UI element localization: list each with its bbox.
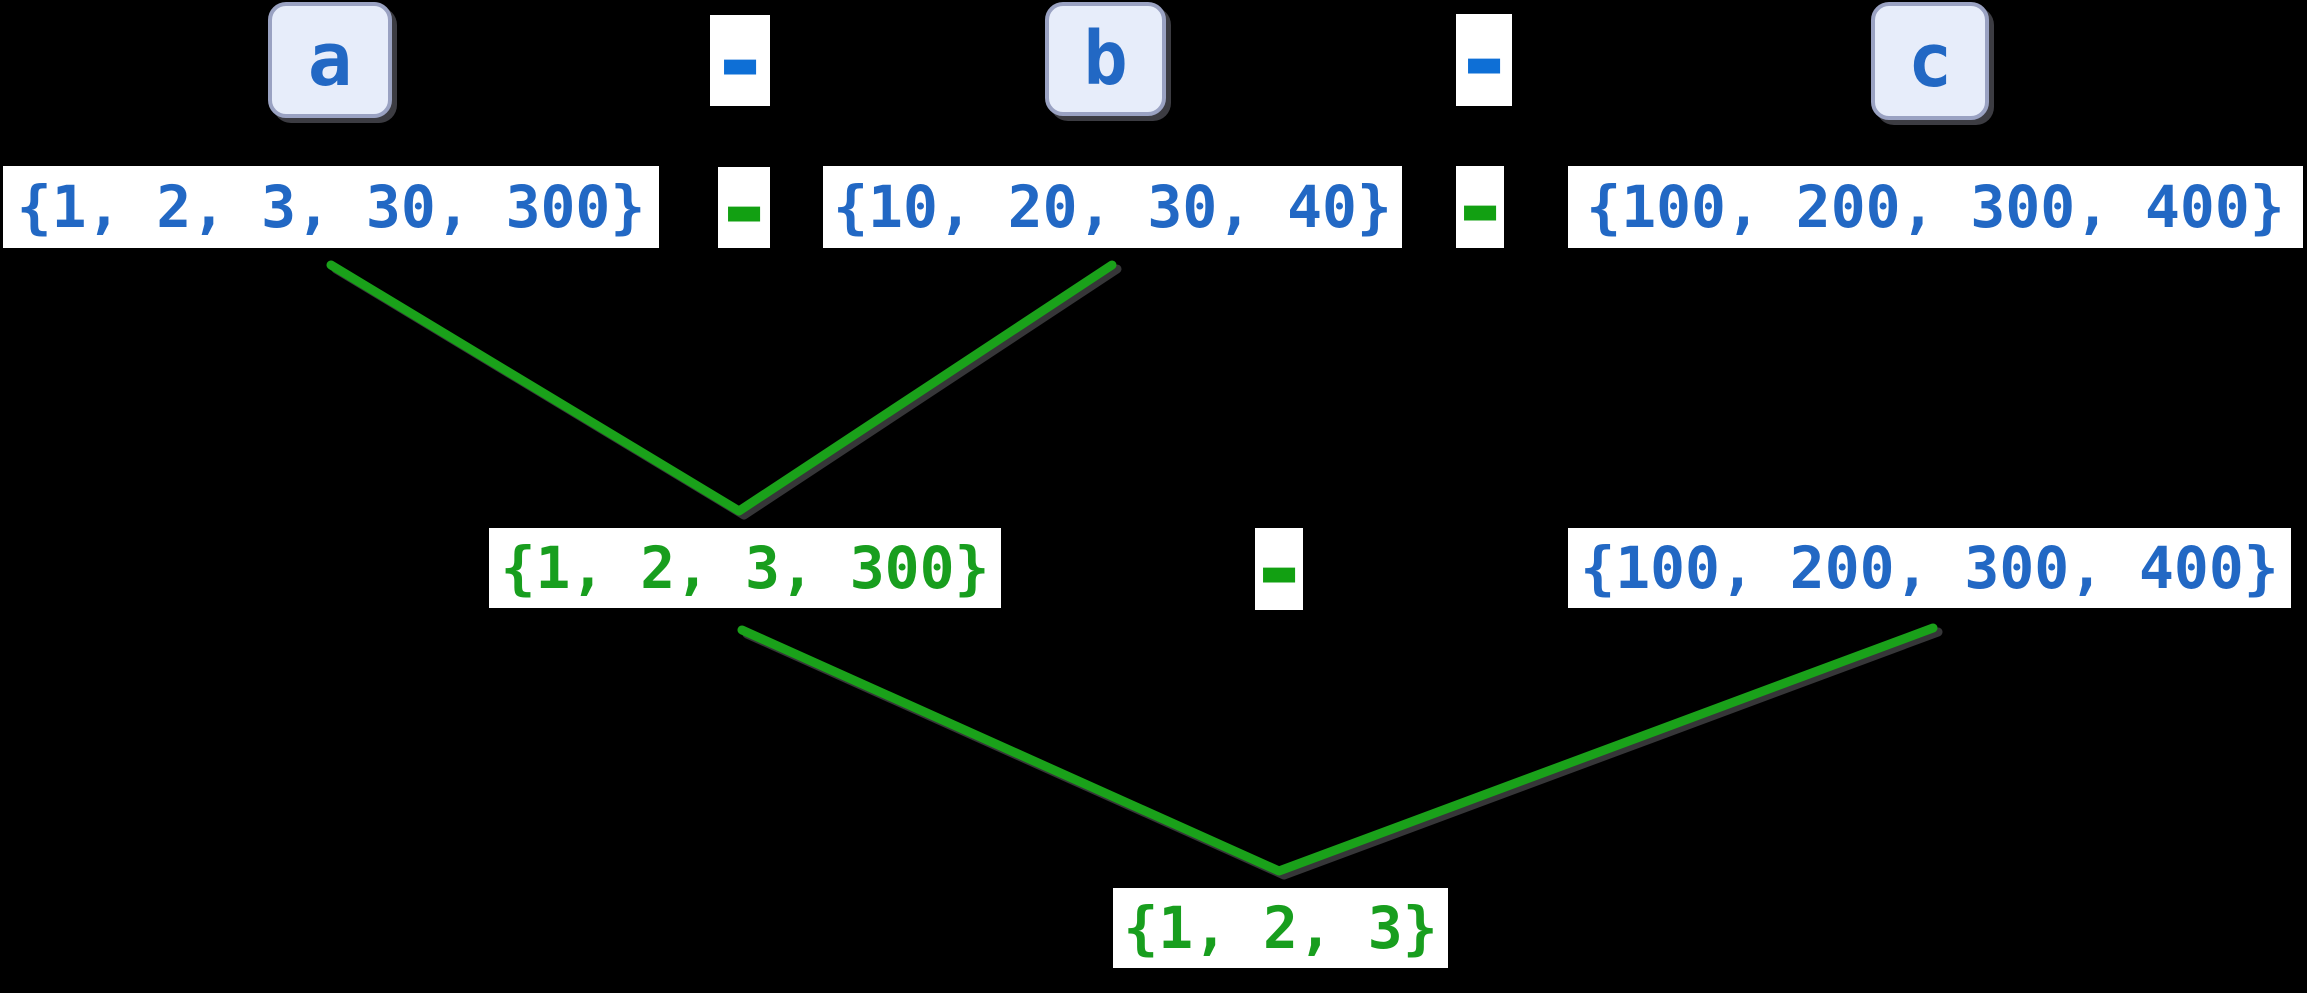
variable-box-a: a (268, 2, 392, 118)
set-value-c-repeat: {100, 200, 300, 400} (1568, 528, 2291, 608)
minus-sign: - (1255, 528, 1303, 610)
variable-label-a: a (307, 17, 353, 103)
set-value-a: {1, 2, 3, 30, 300} (3, 166, 659, 248)
merge-line-abc-shadow (742, 627, 1943, 880)
variable-label-b: b (1083, 16, 1128, 102)
operator-minus-top-2: - (1456, 14, 1512, 106)
intermediate-result-value: {1, 2, 3, 300} (489, 528, 1001, 608)
merge-line-abc (737, 623, 1938, 876)
variable-label-c: c (1907, 18, 1953, 104)
minus-sign: - (718, 167, 770, 248)
operator-minus-low: - (1255, 528, 1303, 610)
operator-minus-mid-1: - (718, 167, 770, 248)
merge-line-ab-shadow (331, 264, 1122, 520)
set-value-b: {10, 20, 30, 40} (823, 166, 1402, 248)
set-value-c: {100, 200, 300, 400} (1568, 166, 2303, 248)
minus-sign: - (1456, 166, 1504, 248)
operator-minus-top-1: - (710, 15, 770, 106)
final-result-value: {1, 2, 3} (1113, 888, 1448, 968)
variable-box-c: c (1871, 2, 1989, 120)
operator-minus-mid-2: - (1456, 166, 1504, 248)
minus-sign: - (1456, 14, 1512, 106)
merge-line-ab (326, 260, 1117, 516)
variable-box-b: b (1045, 2, 1166, 116)
minus-sign: - (710, 15, 770, 106)
